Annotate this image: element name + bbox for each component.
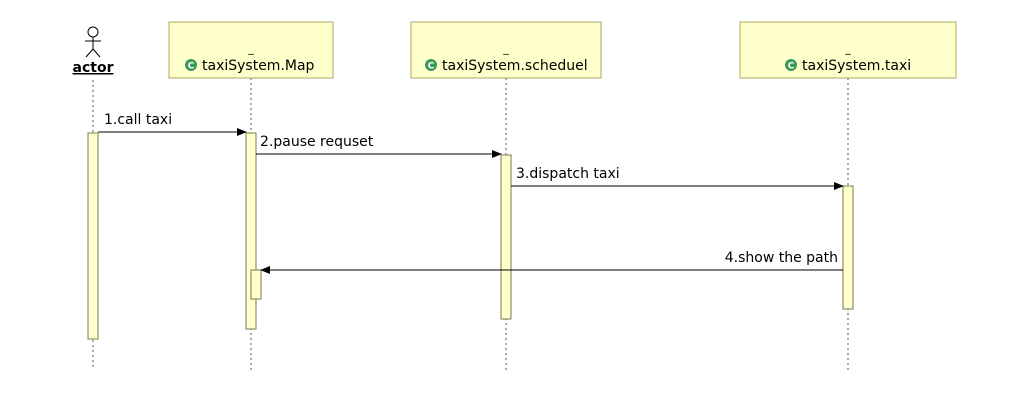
- stick-figure-icon[interactable]: [85, 26, 101, 58]
- participant-map-prefix: _: [247, 42, 254, 55]
- participant-map-label: taxiSystem.Map: [202, 58, 315, 74]
- class-c-icon: C: [425, 59, 437, 72]
- svg-text:C: C: [188, 62, 195, 72]
- participant-scheduel[interactable]: _ C taxiSystem.scheduel: [410, 21, 602, 79]
- message-4[interactable]: 4.show the path: [260, 250, 843, 274]
- participant-map[interactable]: _ C taxiSystem.Map: [168, 21, 334, 79]
- map-activation[interactable]: [245, 132, 257, 330]
- message-3-label: 3.dispatch taxi: [516, 166, 620, 182]
- message-2[interactable]: 2.pause requset: [256, 134, 502, 158]
- svg-text:C: C: [428, 62, 435, 72]
- participant-taxi[interactable]: _ C taxiSystem.taxi: [739, 21, 957, 79]
- participant-taxi-box: [739, 21, 957, 79]
- class-c-icon: C: [785, 59, 797, 72]
- message-4-label: 4.show the path: [725, 250, 838, 266]
- actor-label: actor: [73, 60, 114, 76]
- scheduel-activation[interactable]: [500, 154, 512, 320]
- class-c-icon: C: [185, 59, 197, 72]
- message-3[interactable]: 3.dispatch taxi: [511, 166, 844, 190]
- participant-taxi-prefix: _: [844, 42, 851, 55]
- participant-map-box: [168, 21, 334, 79]
- message-1-label: 1.call taxi: [104, 112, 172, 128]
- actor-activation[interactable]: [87, 132, 99, 340]
- participant-scheduel-box: [410, 21, 602, 79]
- participant-scheduel-label: taxiSystem.scheduel: [442, 58, 588, 74]
- taxi-activation[interactable]: [842, 185, 854, 310]
- message-1[interactable]: 1.call taxi: [98, 112, 247, 136]
- message-2-label: 2.pause requset: [260, 134, 374, 150]
- svg-text:C: C: [788, 62, 795, 72]
- map-nested-activation[interactable]: [250, 269, 262, 300]
- participant-taxi-label: taxiSystem.taxi: [802, 58, 911, 74]
- participant-scheduel-prefix: _: [502, 42, 509, 55]
